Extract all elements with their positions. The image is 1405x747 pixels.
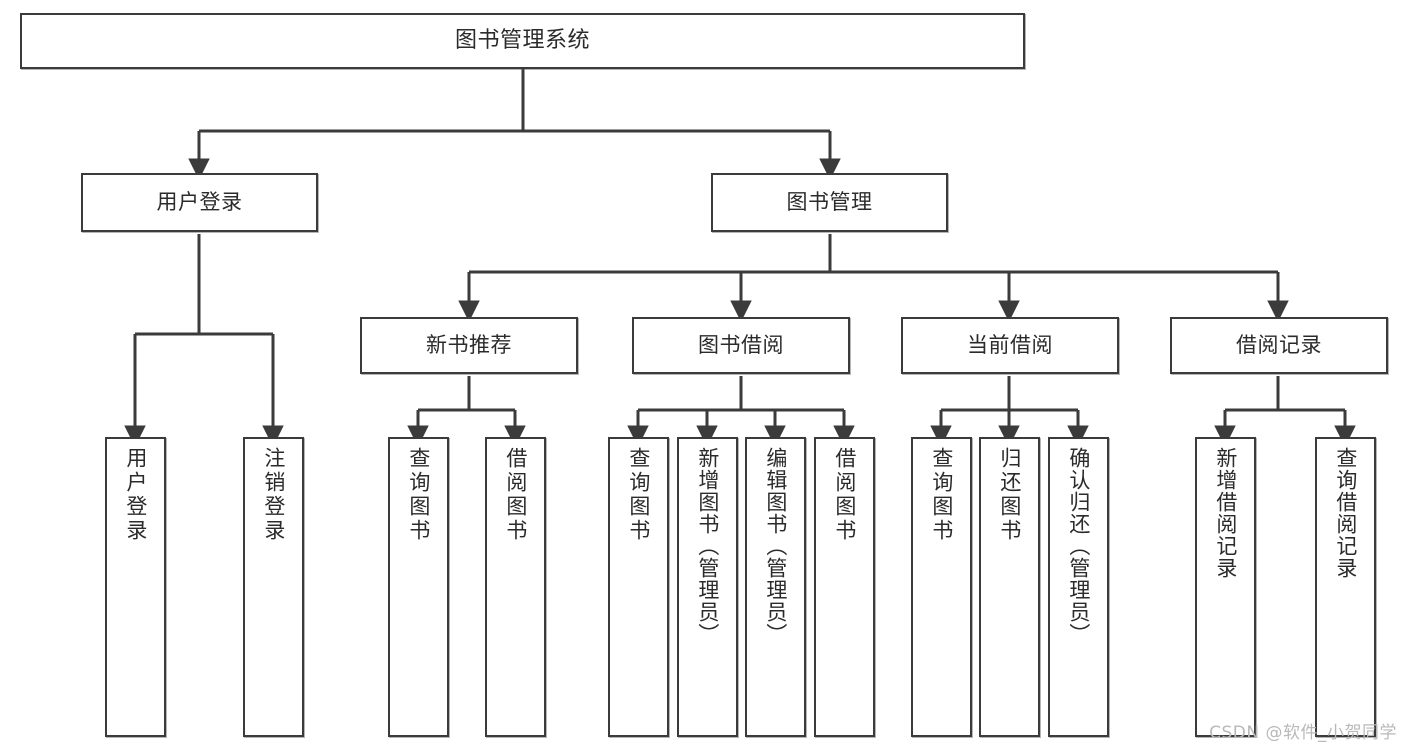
node-current-borrow[interactable]: 当前借阅: [901, 317, 1119, 374]
node-book-borrow-label: 图书借阅: [698, 333, 784, 358]
node-root[interactable]: 图书管理系统: [20, 13, 1025, 69]
leaf-borrow-book-2-label: 借阅图书: [832, 447, 857, 543]
node-user-login-label: 用户登录: [156, 190, 243, 215]
leaf-logout-label: 注销登录: [261, 447, 286, 543]
leaf-return-book[interactable]: 归还图书: [979, 437, 1040, 737]
leaf-borrow-book-1[interactable]: 借阅图书: [485, 437, 546, 737]
leaf-logout[interactable]: 注销登录: [243, 437, 304, 737]
node-new-book-recommend-label: 新书推荐: [426, 333, 512, 358]
node-book-management-label: 图书管理: [786, 190, 873, 215]
node-borrow-record-label: 借阅记录: [1236, 333, 1322, 358]
leaf-borrow-book-1-label: 借阅图书: [503, 447, 528, 543]
leaf-add-book-label: 新增图书（管理员）: [695, 447, 720, 645]
leaf-confirm-return[interactable]: 确认归还（管理员）: [1048, 437, 1109, 737]
leaf-edit-book-label: 编辑图书（管理员）: [763, 447, 788, 645]
leaf-query-book-1[interactable]: 查询图书: [388, 437, 449, 737]
node-user-login[interactable]: 用户登录: [81, 173, 318, 232]
node-book-management[interactable]: 图书管理: [711, 173, 948, 232]
leaf-borrow-book-2[interactable]: 借阅图书: [814, 437, 875, 737]
leaf-query-book-3[interactable]: 查询图书: [911, 437, 972, 737]
leaf-edit-book[interactable]: 编辑图书（管理员）: [745, 437, 806, 737]
leaf-return-book-label: 归还图书: [997, 447, 1022, 543]
node-current-borrow-label: 当前借阅: [967, 333, 1053, 358]
node-book-borrow[interactable]: 图书借阅: [632, 317, 850, 374]
leaf-confirm-return-label: 确认归还（管理员）: [1066, 447, 1091, 645]
node-root-label: 图书管理系统: [454, 28, 590, 54]
node-borrow-record[interactable]: 借阅记录: [1170, 317, 1388, 374]
leaf-query-book-3-label: 查询图书: [929, 447, 954, 543]
leaf-add-record-label: 新增借阅记录: [1213, 447, 1238, 579]
watermark: CSDN @软件_小贺同学: [1209, 723, 1397, 743]
leaf-add-book[interactable]: 新增图书（管理员）: [677, 437, 738, 737]
leaf-add-record[interactable]: 新增借阅记录: [1195, 437, 1256, 737]
leaf-user-login[interactable]: 用户登录: [105, 437, 166, 737]
leaf-query-record[interactable]: 查询借阅记录: [1315, 437, 1376, 737]
node-new-book-recommend[interactable]: 新书推荐: [360, 317, 578, 374]
leaf-query-record-label: 查询借阅记录: [1333, 447, 1358, 579]
leaf-query-book-2-label: 查询图书: [626, 447, 651, 543]
leaf-query-book-1-label: 查询图书: [406, 447, 431, 543]
leaf-query-book-2[interactable]: 查询图书: [608, 437, 669, 737]
leaf-user-login-label: 用户登录: [123, 447, 148, 543]
